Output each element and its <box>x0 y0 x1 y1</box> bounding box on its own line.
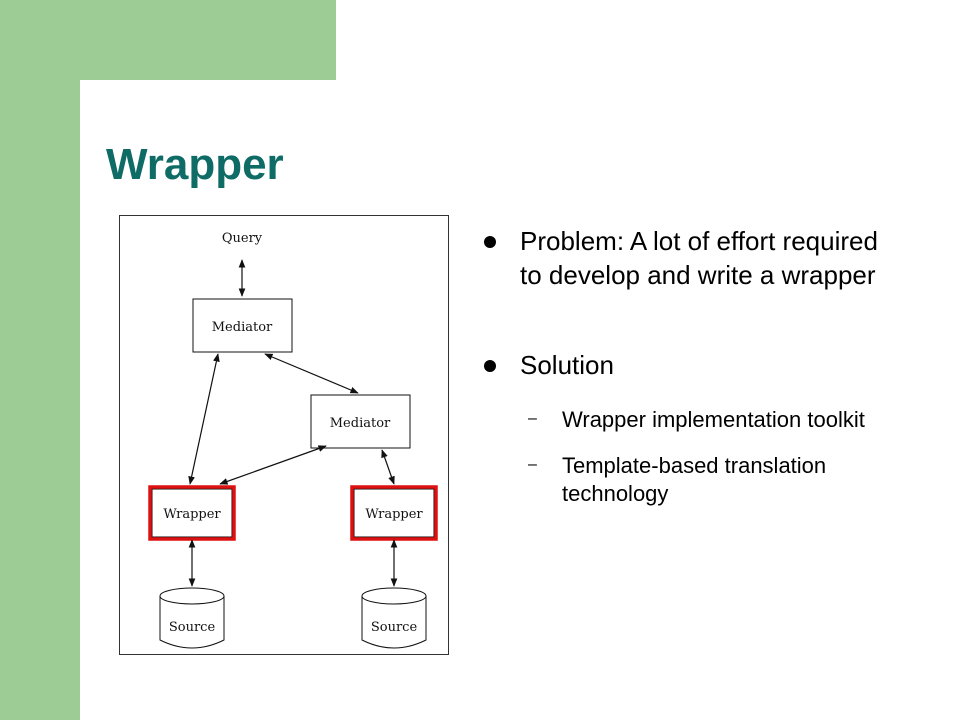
bullet-problem-text: Problem: A lot of effort required to dev… <box>520 226 878 290</box>
bullet-solution-text: Solution <box>520 350 614 380</box>
wrapper-right-label: Wrapper <box>365 507 423 522</box>
solution-sub-list: – Wrapper implementation toolkit – Templ… <box>520 406 884 508</box>
source-right-cylinder <box>361 587 427 649</box>
wrapper-left-box <box>151 488 233 538</box>
sub-item-toolkit: – Wrapper implementation toolkit <box>520 406 884 434</box>
bullet-problem: Problem: A lot of effort required to dev… <box>484 224 884 292</box>
wrapper-left-highlight <box>148 485 236 541</box>
query-label: Query <box>222 231 263 246</box>
bullet-list: Problem: A lot of effort required to dev… <box>484 224 884 526</box>
bullet-dot <box>484 360 496 372</box>
wrapper-left-label: Wrapper <box>163 507 221 522</box>
architecture-diagram: Query Mediator Mediator Wrapper Wrapper <box>119 215 449 655</box>
bullet-dot <box>484 236 496 248</box>
slide-title: Wrapper <box>106 140 284 189</box>
arrow-mediator-mediator <box>264 353 359 394</box>
mediator-right-box <box>310 394 411 449</box>
wrapper-right-highlight <box>350 485 438 541</box>
diagram-canvas: Query Mediator Mediator Wrapper Wrapper <box>148 231 438 649</box>
sub-item-template: – Template-based translation technology <box>520 452 884 508</box>
sub-item-toolkit-text: Wrapper implementation toolkit <box>562 407 865 432</box>
source-left-label: Source <box>169 620 216 635</box>
arrow-mediator-right-wrapper-left <box>219 445 327 485</box>
background-accent-top <box>0 0 336 80</box>
mediator-right-label: Mediator <box>330 416 391 431</box>
sub-dash: – <box>528 410 537 427</box>
source-left-cylinder <box>159 587 225 649</box>
wrapper-right-box <box>353 488 435 538</box>
arrow-mediator-right-wrapper-right <box>381 449 395 485</box>
arrow-mediator-wrapper-left <box>188 353 220 485</box>
sub-item-template-text: Template-based translation technology <box>562 453 827 506</box>
source-right-label: Source <box>371 620 418 635</box>
sub-dash: – <box>528 456 537 473</box>
mediator-top-box <box>192 298 293 353</box>
bullet-solution: Solution – Wrapper implementation toolki… <box>484 348 884 508</box>
mediator-top-label: Mediator <box>212 320 273 335</box>
background-accent-side <box>0 80 80 720</box>
